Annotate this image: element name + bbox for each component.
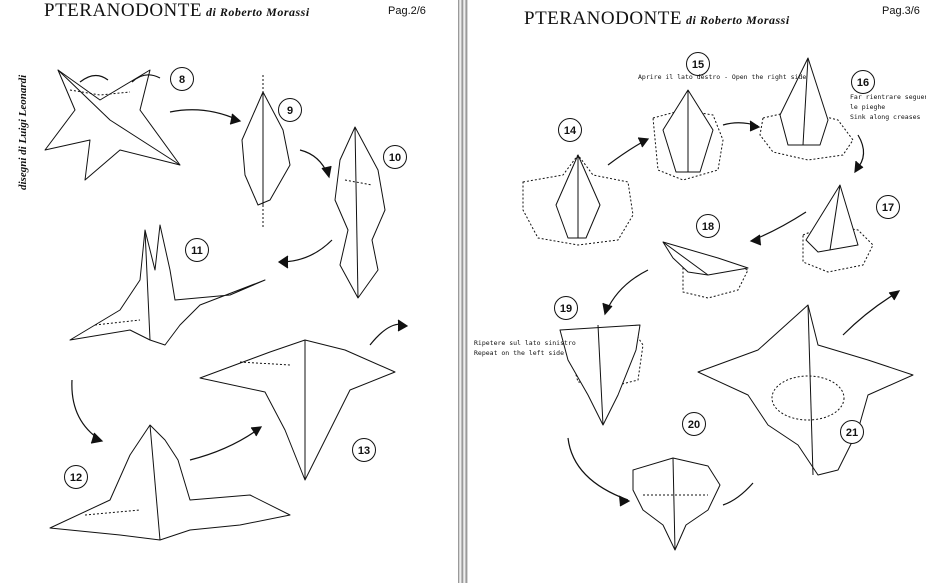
step-number-21: 21 xyxy=(840,420,864,444)
instruction-step-16-line3: Sink along creases xyxy=(850,113,921,121)
fold-figure-21 xyxy=(697,304,914,476)
step-number-16: 16 xyxy=(851,70,875,94)
step-number-20: 20 xyxy=(682,412,706,436)
step-number-15: 15 xyxy=(686,52,710,76)
author-text: di Roberto Morassi xyxy=(686,13,790,27)
fold-figure-11 xyxy=(69,224,266,346)
fold-figure-18 xyxy=(662,241,749,299)
turn-over-arrow-icon xyxy=(722,482,754,506)
curved-arrow-icon xyxy=(567,120,901,507)
instruction-step-16-line1: Far rientrare seguendo xyxy=(850,93,926,101)
page-number-right: Pag.3/6 xyxy=(882,5,920,17)
page-title-left: PTERANODONTE di Roberto Morassi xyxy=(44,0,310,22)
fold-figure-12 xyxy=(49,424,291,541)
right-fold-diagrams xyxy=(522,57,914,551)
title-text: PTERANODONTE xyxy=(44,0,202,21)
step-number-19: 19 xyxy=(554,296,578,320)
step-number-8: 8 xyxy=(170,67,194,91)
author-text: di Roberto Morassi xyxy=(206,5,310,19)
step-number-9: 9 xyxy=(278,98,302,122)
book-gutter xyxy=(458,0,468,583)
step-number-14: 14 xyxy=(558,118,582,142)
instruction-step-15: Aprire il lato destro - Open the right s… xyxy=(638,73,807,81)
fold-figure-13 xyxy=(199,339,396,481)
step-number-18: 18 xyxy=(696,214,720,238)
fold-figure-14 xyxy=(522,154,634,246)
fold-figure-17 xyxy=(802,184,874,273)
right-page: PTERANODONTE di Roberto Morassi Pag.3/6 xyxy=(468,0,926,583)
fold-figure-16 xyxy=(759,57,854,161)
step-number-12: 12 xyxy=(64,465,88,489)
left-page: PTERANODONTE di Roberto Morassi Pag.2/6 d… xyxy=(0,0,458,583)
fold-figure-20 xyxy=(632,457,721,551)
fold-figure-15 xyxy=(652,89,724,181)
step-number-10: 10 xyxy=(383,145,407,169)
instruction-step-16-line2: le pieghe xyxy=(850,103,886,111)
page-number-left: Pag.2/6 xyxy=(388,5,426,17)
title-text: PTERANODONTE xyxy=(524,8,682,29)
step-number-17: 17 xyxy=(876,195,900,219)
step-number-13: 13 xyxy=(352,438,376,462)
page-title-right: PTERANODONTE di Roberto Morassi xyxy=(524,8,790,30)
curved-arrow-icon xyxy=(71,74,409,461)
fold-figure-19 xyxy=(559,324,644,426)
fold-figure-10 xyxy=(334,126,386,299)
instruction-step-19-line1: Ripetere sul lato sinistro xyxy=(474,339,576,347)
instruction-step-19-line2: Repeat on the left side xyxy=(474,349,565,357)
fold-figure-8 xyxy=(44,69,181,181)
step-number-11: 11 xyxy=(185,238,209,262)
left-fold-diagrams xyxy=(44,69,409,541)
fold-figure-9 xyxy=(241,75,291,228)
